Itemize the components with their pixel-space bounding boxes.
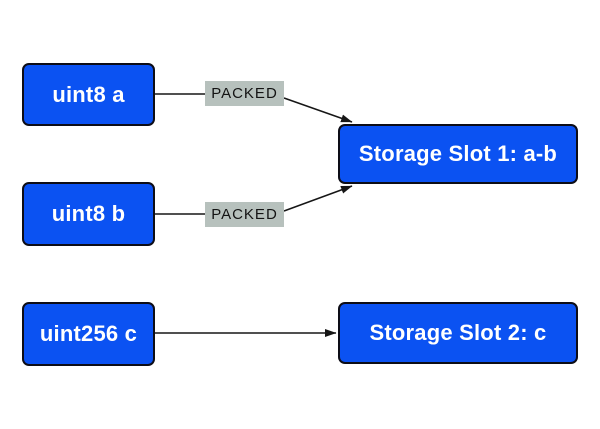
packed-label-1: PACKED xyxy=(205,81,284,106)
node-uint8-b: uint8 b xyxy=(22,182,155,246)
edge-packed1-to-slot1 xyxy=(283,97,353,123)
node-uint8-a: uint8 a xyxy=(22,63,155,126)
node-uint256-c: uint256 c xyxy=(22,302,155,366)
node-storage-slot-1: Storage Slot 1: a-b xyxy=(338,124,578,184)
packed-label-2: PACKED xyxy=(205,202,284,227)
node-storage-slot-2: Storage Slot 2: c xyxy=(338,302,578,364)
edge-packed2-to-slot1 xyxy=(283,185,353,212)
